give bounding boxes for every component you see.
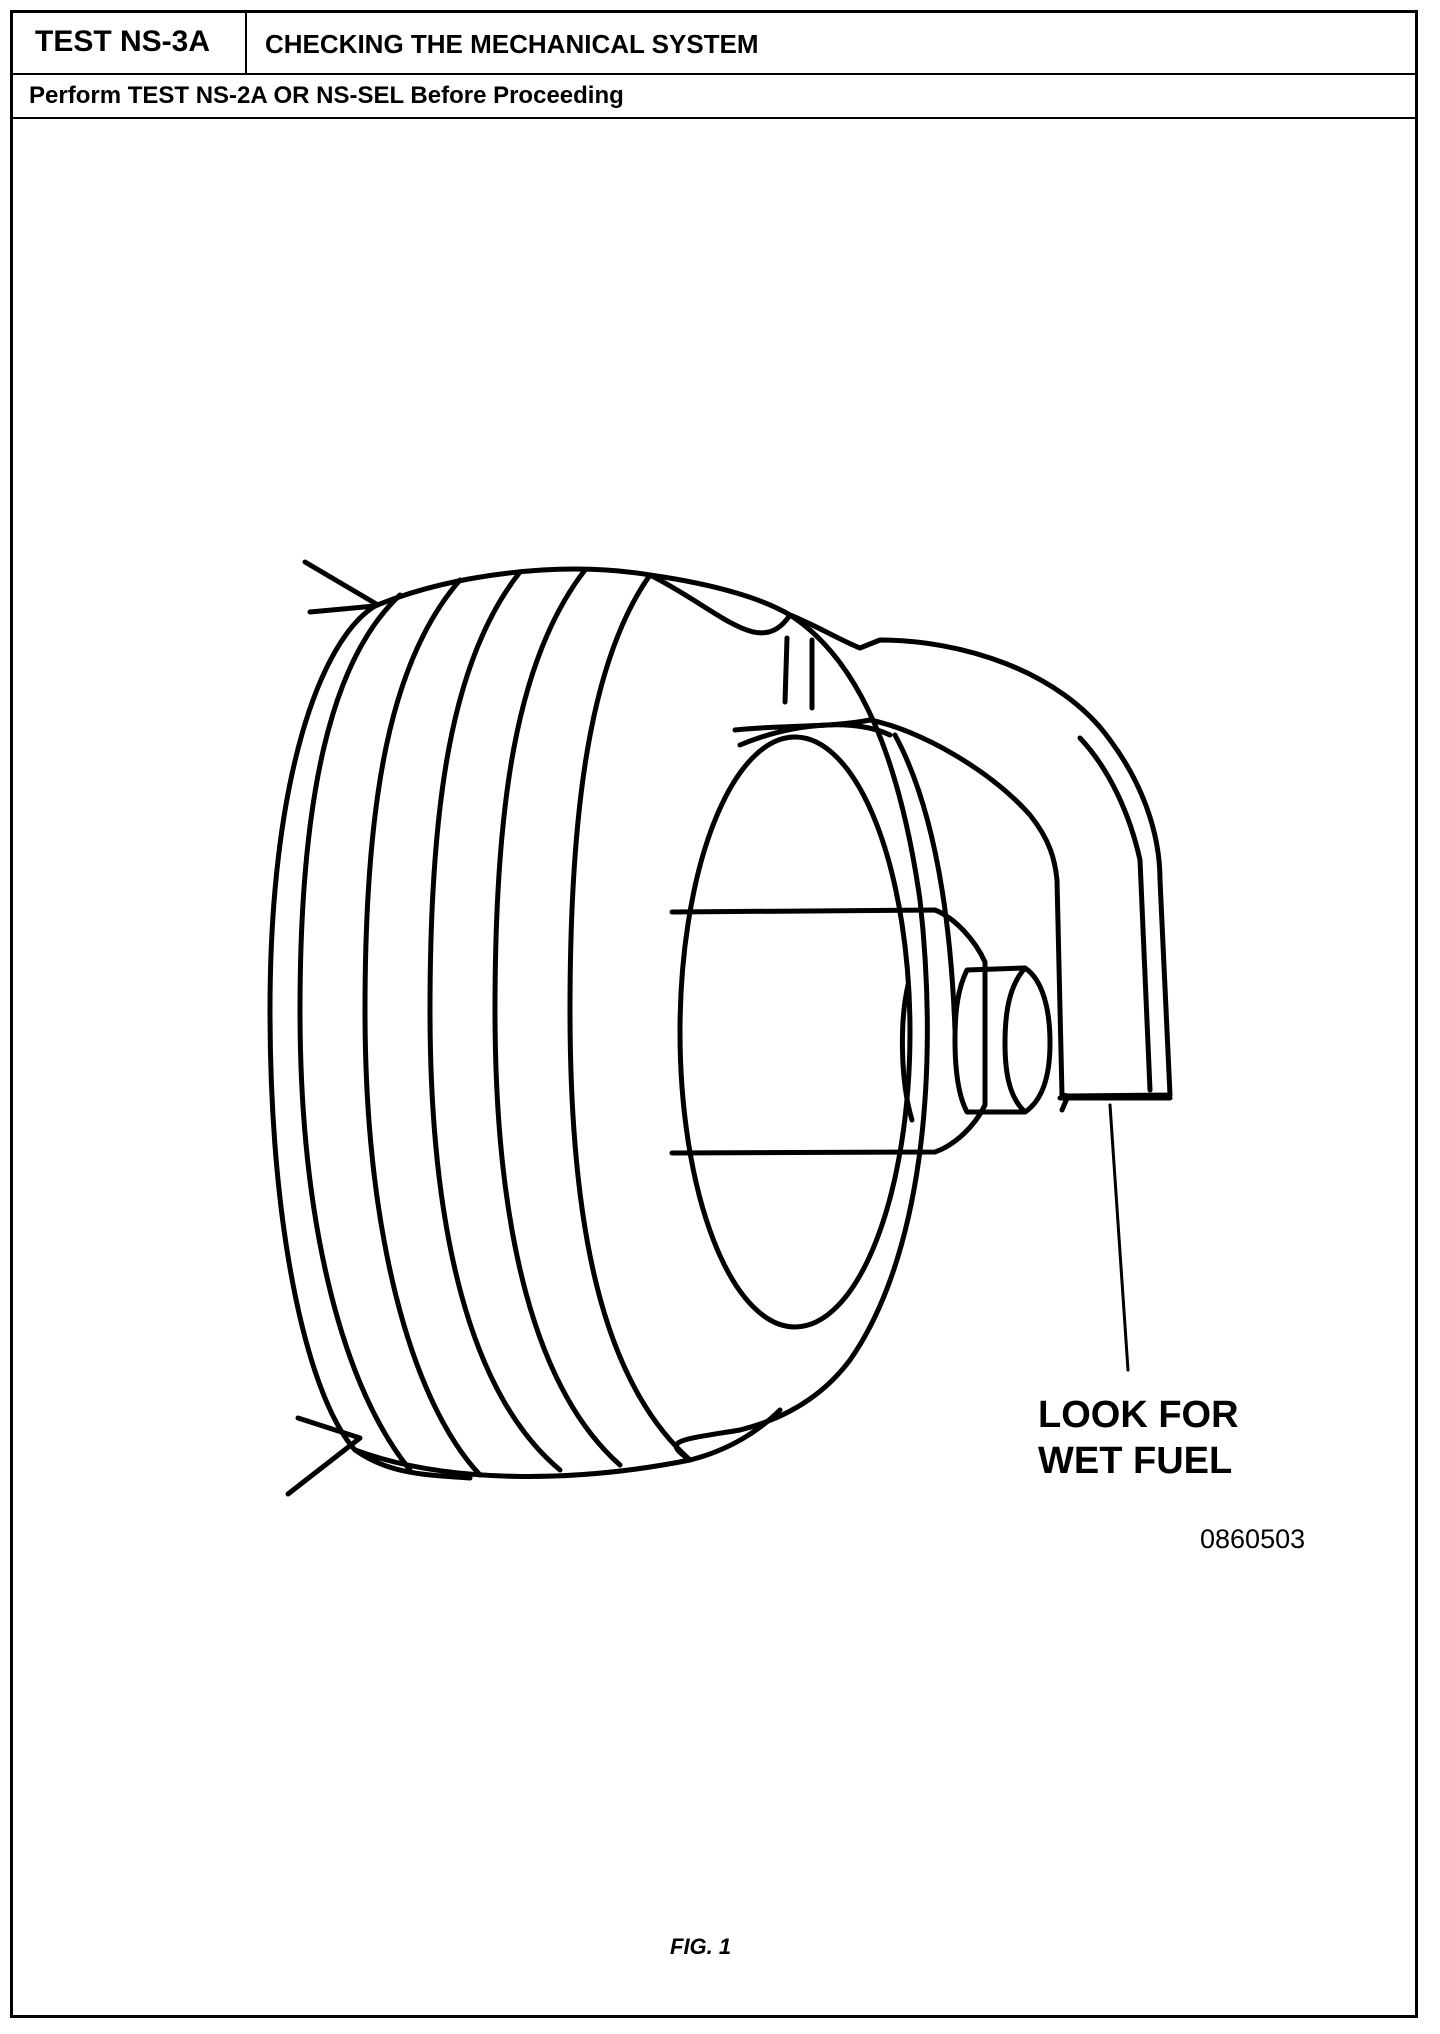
coil-top-edge [372,566,793,618]
nozzle-tip [1002,965,1028,1115]
coil-bottom-edge [352,1407,783,1479]
inner-opening [677,734,913,1330]
fuel-arm-bottom [1057,1092,1173,1101]
wire-top [302,559,381,615]
fuel-arm-inner [732,717,1065,1098]
fuel-arm-ridge-1 [782,635,790,705]
test-id: TEST NS-3A [13,13,247,73]
housing-face-inner [647,572,793,636]
test-header: TEST NS-3A CHECKING THE MECHANICAL SYSTE… [13,13,1415,75]
coil-rib-4 [492,567,623,1468]
coil-rib-3 [427,569,563,1473]
core-end [899,982,915,1123]
wire-bottom [285,1415,363,1497]
core-body [669,907,988,1156]
callout-leader [1108,1103,1130,1372]
prerequisite-note: Perform TEST NS-2A OR NS-SEL Before Proc… [13,75,1415,119]
coil-rib-5 [567,572,693,1463]
coil-rib-1 [297,592,413,1473]
fuel-arm-edge [1077,735,1153,1093]
callout-line-2: WET FUEL [1038,1440,1233,1482]
coil-outer [267,603,473,1481]
callout-line-1: LOOK FOR [1038,1394,1239,1436]
fuel-arm-outer [787,612,1173,1113]
nozzle [952,965,1053,1115]
wet-fuel-callout: LOOK FOR WET FUEL [1038,1392,1239,1484]
page-frame: TEST NS-3A CHECKING THE MECHANICAL SYSTE… [10,10,1418,2018]
housing-face [673,612,930,1463]
coil-rib-2 [362,577,483,1478]
test-title: CHECKING THE MECHANICAL SYSTEM [265,29,759,59]
figure-caption: FIG. 1 [670,1934,732,1959]
figure-code: 0860503 [1200,1524,1306,1554]
